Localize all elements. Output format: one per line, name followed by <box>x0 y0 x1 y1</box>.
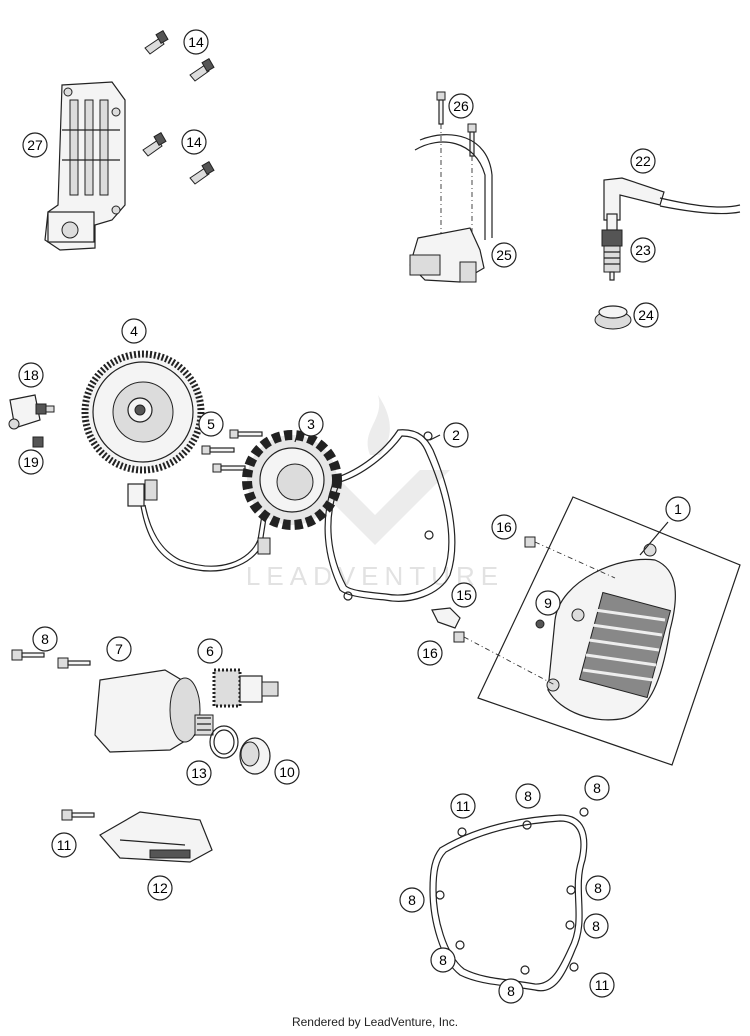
callout-1: 1 <box>665 496 691 522</box>
callout-22: 22 <box>630 148 656 174</box>
callout-8: 8 <box>399 887 425 913</box>
callout-24: 24 <box>633 302 659 328</box>
callout-14: 14 <box>181 129 207 155</box>
part-bushing <box>239 737 271 775</box>
part-ignition-cover <box>477 496 741 766</box>
callout-27: 27 <box>22 132 48 158</box>
svg-text:14: 14 <box>188 34 204 50</box>
callout-12: 12 <box>147 875 173 901</box>
svg-text:27: 27 <box>27 137 43 153</box>
svg-text:14: 14 <box>186 134 202 150</box>
svg-text:8: 8 <box>439 952 447 968</box>
svg-text:10: 10 <box>279 764 295 780</box>
leader-lines <box>294 431 669 556</box>
svg-text:26: 26 <box>453 98 469 114</box>
svg-text:8: 8 <box>524 788 532 804</box>
svg-text:13: 13 <box>191 765 207 781</box>
part-cover-bolts <box>453 536 616 686</box>
callout-9: 9 <box>535 590 561 616</box>
callouts: 14 14 27 26 22 25 23 24 4 18 19 5 3 2 1 … <box>18 29 691 1004</box>
svg-text:23: 23 <box>635 242 651 258</box>
part-clip <box>431 607 461 629</box>
callout-8: 8 <box>498 978 524 1004</box>
svg-text:24: 24 <box>638 307 654 323</box>
svg-text:19: 19 <box>23 454 39 470</box>
svg-text:2: 2 <box>452 427 460 443</box>
callout-7: 7 <box>106 636 132 662</box>
callout-14: 14 <box>183 29 209 55</box>
part-sensor <box>8 394 55 448</box>
svg-text:8: 8 <box>594 880 602 896</box>
footer-credit: Rendered by LeadVenture, Inc. <box>291 1015 459 1029</box>
svg-text:25: 25 <box>496 247 512 263</box>
part-flywheel <box>81 350 205 474</box>
svg-text:7: 7 <box>115 641 123 657</box>
callout-25: 25 <box>491 242 517 268</box>
svg-text:22: 22 <box>635 153 651 169</box>
svg-text:8: 8 <box>41 631 49 647</box>
svg-text:18: 18 <box>23 367 39 383</box>
callout-10: 10 <box>274 759 300 785</box>
part-starter-motor <box>94 669 214 753</box>
callout-19: 19 <box>18 449 44 475</box>
part-o-ring <box>209 725 239 759</box>
part-starter-drive <box>212 668 279 708</box>
part-lower-gasket <box>429 807 589 992</box>
callout-11: 11 <box>589 972 615 998</box>
part-bolt-11 <box>61 809 95 821</box>
part-spark-plug-cap <box>603 177 741 221</box>
callout-8: 8 <box>583 913 609 939</box>
part-bolts-5 <box>201 429 263 473</box>
svg-text:8: 8 <box>507 983 515 999</box>
callout-2: 2 <box>443 422 469 448</box>
svg-text:1: 1 <box>674 501 682 517</box>
callout-3: 3 <box>298 411 324 437</box>
callout-4: 4 <box>121 318 147 344</box>
callout-8: 8 <box>32 626 58 652</box>
part-bolts-starter <box>11 649 91 669</box>
part-plug-boot <box>594 305 632 330</box>
svg-text:16: 16 <box>496 519 512 535</box>
callout-8: 8 <box>585 875 611 901</box>
callout-23: 23 <box>630 237 656 263</box>
svg-text:11: 11 <box>456 798 471 814</box>
callout-16: 16 <box>417 640 443 666</box>
callout-15: 15 <box>451 582 477 608</box>
part-gasket-2 <box>324 429 456 602</box>
callout-8: 8 <box>515 783 541 809</box>
svg-text:11: 11 <box>595 977 610 993</box>
svg-text:3: 3 <box>307 416 315 432</box>
svg-text:15: 15 <box>456 587 472 603</box>
svg-text:4: 4 <box>130 323 138 339</box>
callout-11: 11 <box>450 793 476 819</box>
callout-11: 11 <box>51 832 77 858</box>
svg-text:9: 9 <box>544 595 552 611</box>
part-spark-plug <box>601 213 623 281</box>
svg-text:16: 16 <box>422 645 438 661</box>
part-bolts-26 <box>436 91 477 240</box>
part-ignition-coil <box>409 134 493 283</box>
callout-8: 8 <box>584 775 610 801</box>
callout-13: 13 <box>186 760 212 786</box>
part-stator <box>127 430 342 572</box>
svg-text:11: 11 <box>57 837 72 853</box>
svg-text:12: 12 <box>152 880 168 896</box>
callout-5: 5 <box>198 411 224 437</box>
part-screws-14 <box>142 29 215 185</box>
svg-text:8: 8 <box>408 892 416 908</box>
callout-16: 16 <box>491 514 517 540</box>
part-control-module <box>44 81 126 251</box>
callout-6: 6 <box>197 638 223 664</box>
callout-26: 26 <box>448 93 474 119</box>
callout-8: 8 <box>430 947 456 973</box>
part-guard <box>99 811 213 863</box>
svg-text:5: 5 <box>207 416 215 432</box>
svg-text:8: 8 <box>593 780 601 796</box>
svg-text:6: 6 <box>206 643 214 659</box>
svg-text:8: 8 <box>592 918 600 934</box>
callout-18: 18 <box>18 362 44 388</box>
